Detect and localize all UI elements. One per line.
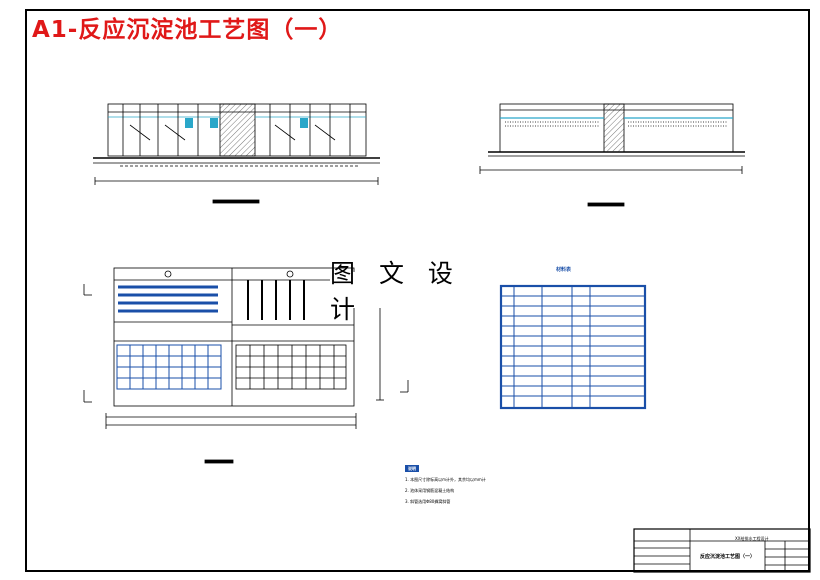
title-block-project: XX给排水工程设计	[735, 536, 769, 541]
section-view-1	[93, 103, 380, 204]
title-block-drawing-name: 反应沉淀池工艺图（一）	[700, 554, 756, 560]
note-item-3: 3. 斜管选用Φ80蜂窝斜管	[405, 499, 451, 504]
sheet-frame	[25, 9, 810, 572]
note-item-2: 2. 池体采用钢筋混凝土结构	[405, 488, 455, 493]
page-title: A1-反应沉淀池工艺图（一）	[32, 17, 343, 43]
material-table-title: 材料表	[556, 267, 572, 273]
note-item-1: 1. 本图尺寸除标高以m计外，其余均以mm计	[405, 477, 486, 482]
plan-view	[83, 267, 409, 464]
title-block	[633, 528, 811, 573]
section-view-2	[479, 103, 745, 207]
notes-title: 说明	[405, 465, 419, 472]
watermark-text: 图 文 设 计	[330, 259, 490, 324]
material-table	[499, 284, 647, 410]
design-notes: 说明 1. 本图尺寸除标高以m计外，其余均以mm计 2. 池体采用钢筋混凝土结构…	[405, 463, 486, 507]
